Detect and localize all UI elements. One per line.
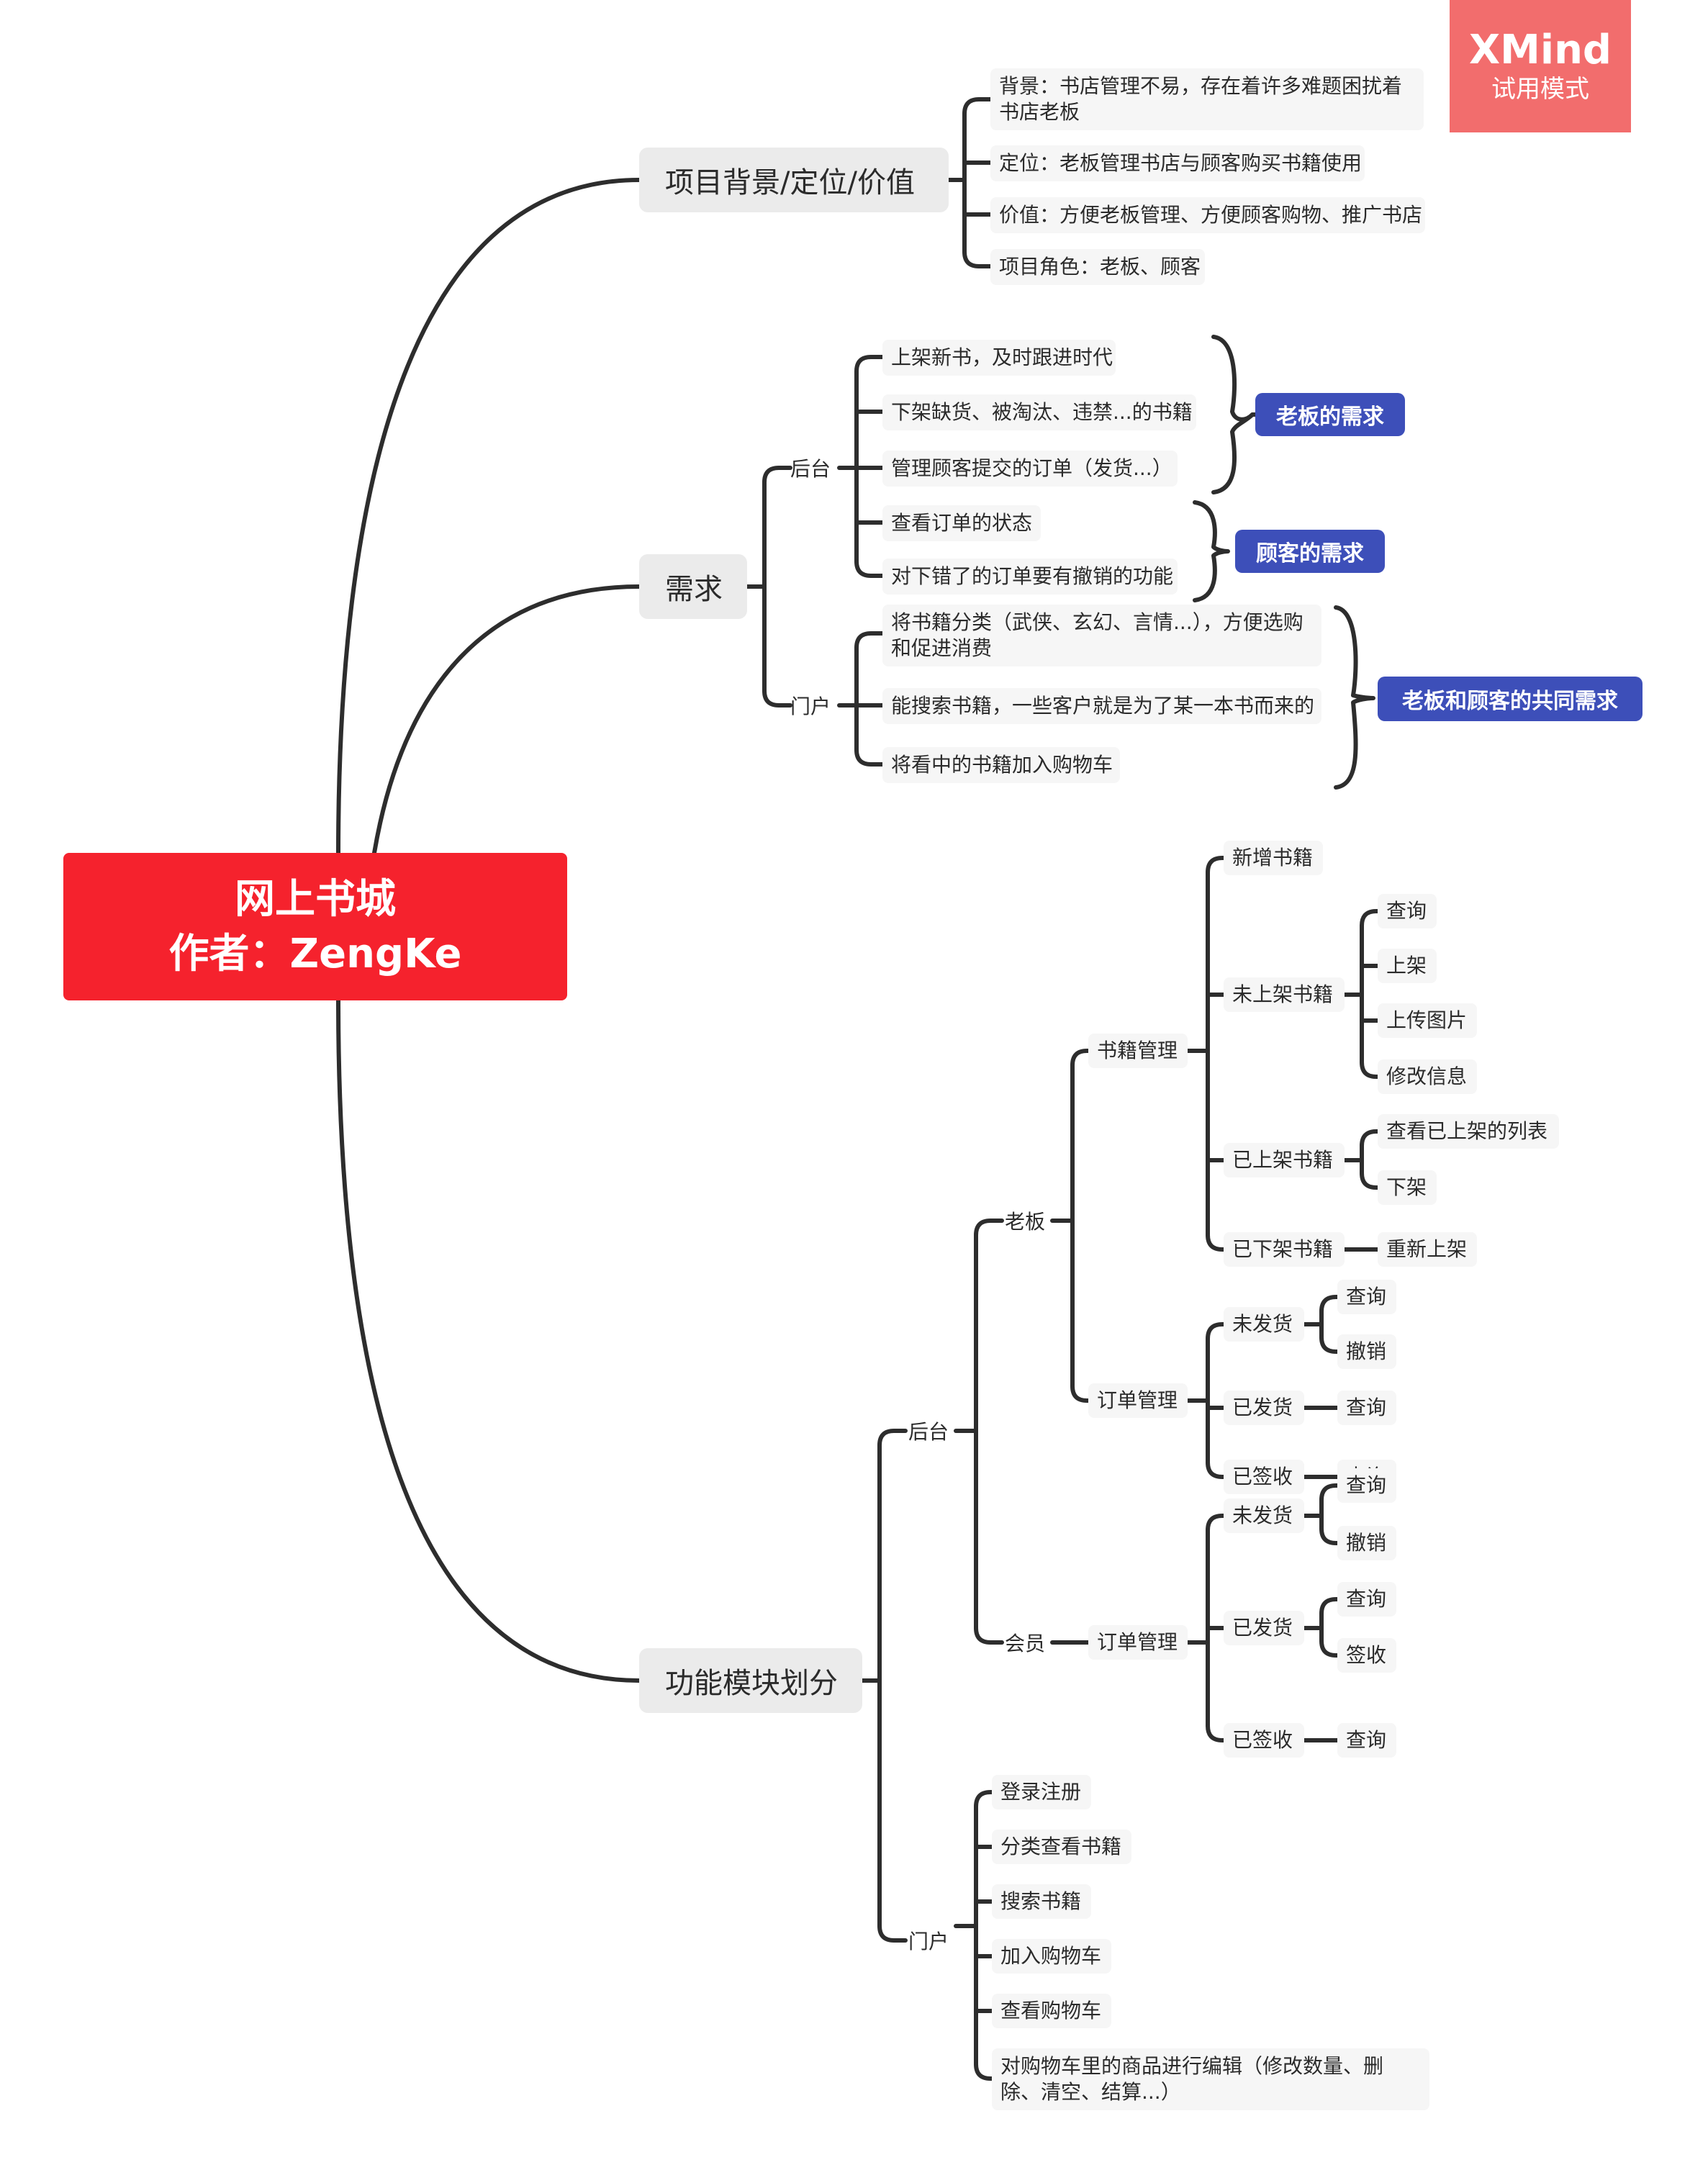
summary-customer-needs[interactable]: 顾客的需求 [1235, 530, 1385, 573]
portal-feature[interactable]: 分类查看书籍 [992, 1830, 1131, 1864]
xmind-trial-badge: XMind 试用模式 [1450, 0, 1631, 132]
order-action[interactable]: 查询 [1337, 1468, 1396, 1503]
requirements-backend[interactable]: 后台 [790, 457, 831, 481]
order-action[interactable]: 撤销 [1337, 1334, 1396, 1369]
owner-order-received[interactable]: 已签收 [1224, 1460, 1304, 1494]
connector-requirements [372, 584, 641, 855]
portal-feature[interactable]: 登录注册 [992, 1775, 1091, 1809]
modules-portal[interactable]: 门户 [908, 1930, 949, 1953]
summary-owner-needs[interactable]: 老板的需求 [1255, 393, 1405, 436]
req-backend-item[interactable]: 管理顾客提交的订单（发货...） [882, 451, 1178, 487]
unlisted-item[interactable]: 上架 [1378, 949, 1437, 983]
book-delisted[interactable]: 已下架书籍 [1224, 1232, 1345, 1267]
book-unlisted[interactable]: 未上架书籍 [1224, 977, 1345, 1012]
unlisted-item[interactable]: 上传图片 [1378, 1003, 1477, 1038]
owner-book-management[interactable]: 书籍管理 [1088, 1034, 1188, 1068]
portal-feature[interactable]: 加入购物车 [992, 1939, 1111, 1974]
brace-both [1334, 605, 1375, 790]
member-order-unshipped[interactable]: 未发货 [1224, 1498, 1304, 1533]
background-item-roles[interactable]: 项目角色：老板、顾客 [990, 249, 1205, 285]
modules-member[interactable]: 会员 [1005, 1632, 1046, 1655]
owner-order-unshipped[interactable]: 未发货 [1224, 1307, 1304, 1342]
branch-requirements[interactable]: 需求 [639, 554, 747, 619]
owner-order-shipped[interactable]: 已发货 [1224, 1391, 1304, 1425]
book-listed[interactable]: 已上架书籍 [1224, 1143, 1345, 1177]
owner-order-management[interactable]: 订单管理 [1088, 1383, 1188, 1418]
member-order-management[interactable]: 订单管理 [1088, 1625, 1188, 1660]
req-backend-item[interactable]: 查看订单的状态 [882, 505, 1041, 541]
background-item-context[interactable]: 背景：书店管理不易，存在着许多难题困扰着书店老板 [990, 68, 1424, 130]
unlisted-item[interactable]: 修改信息 [1378, 1059, 1477, 1094]
order-action[interactable]: 撤销 [1337, 1526, 1396, 1560]
branch-modules[interactable]: 功能模块划分 [639, 1648, 862, 1713]
summary-shared-needs[interactable]: 老板和顾客的共同需求 [1378, 677, 1643, 721]
background-item-value[interactable]: 价值：方便老板管理、方便顾客购物、推广书店 [990, 197, 1425, 233]
delisted-item[interactable]: 重新上架 [1378, 1232, 1477, 1267]
order-action[interactable]: 查询 [1337, 1391, 1396, 1425]
unlisted-item[interactable]: 查询 [1378, 894, 1437, 928]
req-backend-item[interactable]: 上架新书，及时跟进时代 [882, 340, 1116, 376]
order-action[interactable]: 查询 [1337, 1582, 1396, 1617]
root-title: 网上书城 [235, 875, 396, 923]
modules-owner[interactable]: 老板 [1005, 1210, 1046, 1234]
order-action[interactable]: 签收 [1337, 1638, 1396, 1673]
badge-brand: XMind [1468, 27, 1612, 73]
portal-feature[interactable]: 查看购物车 [992, 1994, 1111, 2028]
req-backend-item[interactable]: 对下错了的订单要有撤销的功能 [882, 559, 1178, 595]
req-portal-item[interactable]: 将书籍分类（武侠、玄幻、言情...），方便选购和促进消费 [882, 605, 1321, 666]
member-order-shipped[interactable]: 已发货 [1224, 1611, 1304, 1645]
root-topic[interactable]: 网上书城 作者：ZengKe [63, 853, 567, 1000]
req-portal-item[interactable]: 能搜索书籍，一些客户就是为了某一本书而来的 [882, 688, 1321, 724]
book-add[interactable]: 新增书籍 [1224, 841, 1323, 875]
req-backend-item[interactable]: 下架缺货、被淘汰、违禁...的书籍 [882, 394, 1196, 430]
branch-background[interactable]: 项目背景/定位/价值 [639, 148, 949, 212]
badge-mode: 试用模式 [1491, 75, 1589, 104]
connector-background [336, 178, 641, 855]
root-author: 作者：ZengKe [168, 930, 462, 977]
portal-feature[interactable]: 对购物车里的商品进行编辑（修改数量、删除、清空、结算...） [992, 2048, 1429, 2110]
brace-customer [1193, 500, 1230, 602]
background-item-positioning[interactable]: 定位：老板管理书店与顾客购买书籍使用 [990, 145, 1365, 181]
portal-feature[interactable]: 搜索书籍 [992, 1884, 1091, 1919]
modules-backend[interactable]: 后台 [908, 1420, 949, 1444]
connector-modules [336, 998, 641, 1683]
order-action[interactable]: 查询 [1337, 1723, 1396, 1758]
req-portal-item[interactable]: 将看中的书籍加入购物车 [882, 747, 1120, 783]
listed-item[interactable]: 下架 [1378, 1170, 1437, 1205]
order-action[interactable]: 查询 [1337, 1280, 1396, 1314]
requirements-portal[interactable]: 门户 [790, 695, 831, 718]
listed-item[interactable]: 查看已上架的列表 [1378, 1114, 1559, 1149]
brace-owner [1211, 335, 1255, 494]
member-order-received[interactable]: 已签收 [1224, 1723, 1304, 1758]
